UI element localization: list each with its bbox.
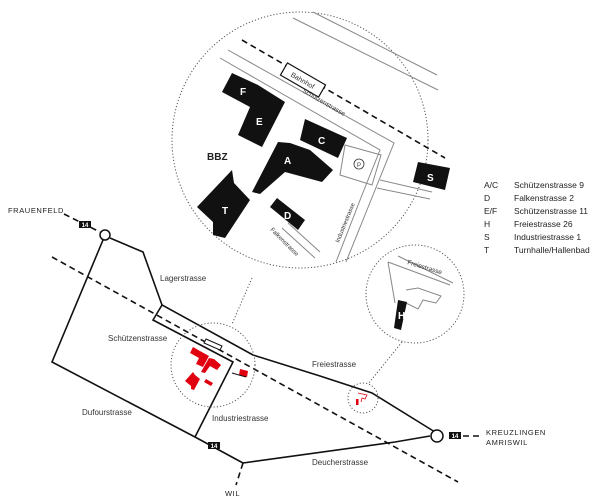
side-road (387, 261, 396, 304)
legend-code: E/F (484, 206, 497, 216)
railway (241, 39, 446, 159)
industriestrasse-road (376, 187, 431, 200)
legend-code: S (484, 232, 490, 242)
detail-street-label: Freiestrasse (406, 259, 443, 276)
campus-buildings-highlight (185, 347, 248, 390)
detail-street-label: Falkenstrasse (269, 227, 300, 258)
street-label-schuetzenstrasse: Schützenstrasse (108, 334, 168, 343)
legend-address: Schützenstrasse 11 (514, 206, 588, 216)
building-d (270, 198, 305, 230)
building-label-s: S (427, 173, 434, 184)
roundabout (430, 429, 444, 443)
building-ef (222, 73, 285, 147)
dufourstrasse-road (50, 239, 244, 464)
destination-kreuzlingen: KREUZLINGEN (486, 428, 546, 437)
route-14-badge: 14 (208, 442, 220, 450)
destination-wil: WIL (225, 489, 240, 498)
industriestrasse-spur (231, 372, 247, 378)
legend-code: A/C (484, 180, 498, 190)
street-label-freiestrasse: Freiestrasse (312, 360, 357, 369)
legend-code: D (484, 193, 490, 203)
building-label-h: H (398, 311, 405, 322)
building-label-c: C (318, 136, 325, 147)
building-h (394, 300, 407, 330)
street-label-lagerstrasse: Lagerstrasse (160, 274, 207, 283)
building-label-f: F (240, 87, 246, 98)
zoom-connector (367, 341, 403, 385)
zoom-connector (231, 277, 253, 325)
industriestrasse-schuetzenstrasse-road (151, 304, 235, 438)
legend-address: Falkenstrasse 2 (514, 193, 574, 203)
building-label-e: E (256, 117, 263, 128)
parking-area (339, 144, 382, 186)
industriestrasse-road (379, 179, 433, 193)
detail-street-label: Industriestrasse (335, 202, 357, 244)
freiestrasse-detail-inset: Freiestrasse H (365, 244, 465, 344)
station-marker (203, 338, 223, 351)
schuetzenstrasse-road (219, 57, 381, 263)
building-outline (403, 287, 442, 310)
route-14-badge: 14 (449, 432, 461, 440)
legend-address: Freiestrasse 26 (514, 219, 573, 229)
campus-detail-inset: Bahnhof P Schützenstrasse Falkenstrasse … (171, 11, 450, 269)
street-label-industriestrasse: Industriestrasse (212, 414, 269, 423)
legend-address: Turnhalle/Hallenbad (514, 245, 590, 255)
falkenstrasse-road (287, 222, 321, 253)
street-label-dufourstrasse: Dufourstrasse (82, 408, 132, 417)
building-t (197, 170, 250, 238)
street-label-deucherstrasse: Deucherstrasse (312, 458, 369, 467)
building-outline-highlight (357, 392, 368, 403)
route-number: 14 (211, 444, 218, 450)
legend-address: Schützenstrasse 9 (514, 180, 584, 190)
freiestrasse-road (397, 255, 454, 284)
campus-label: BBZ (207, 152, 228, 163)
lagerstrasse-freiestrasse-road (109, 237, 436, 433)
destination-frauenfeld: FRAUENFELD (8, 206, 64, 215)
legend-code: T (484, 245, 489, 255)
parking-icon (353, 158, 365, 170)
parking-label: P (357, 163, 361, 169)
legend-address: Industriestrasse 1 (514, 232, 581, 242)
legend: A/C Schützenstrasse 9 D Falkenstrasse 2 … (484, 180, 590, 255)
building-label-a: A (284, 156, 291, 167)
freiestrasse-overview-circle (347, 382, 379, 414)
falkenstrasse-road (281, 227, 316, 259)
route-number: 14 (82, 223, 89, 229)
roundabout (99, 229, 111, 241)
building-h-highlight (356, 399, 359, 405)
track-line (312, 11, 438, 76)
building-a (252, 142, 333, 194)
road-to-wil (235, 462, 244, 486)
building-s (413, 162, 450, 190)
building-label-t: T (222, 206, 228, 217)
track-line (292, 17, 439, 91)
inset-circle (171, 11, 429, 269)
freiestrasse-road (387, 261, 451, 286)
building-c (300, 119, 347, 158)
legend-code: H (484, 219, 490, 229)
building-label-d: D (284, 211, 291, 222)
detail-street-label: Schützenstrasse (301, 88, 346, 118)
schuetzenstrasse-road (227, 49, 395, 263)
route-14-badge: 14 (79, 221, 91, 229)
deucherstrasse-road (242, 435, 431, 464)
route-number: 14 (452, 434, 459, 440)
destination-amriswil: AMRISWIL (486, 438, 528, 447)
campus-overview-circle (170, 322, 256, 408)
railway (51, 256, 459, 483)
inset-circle (365, 244, 465, 344)
